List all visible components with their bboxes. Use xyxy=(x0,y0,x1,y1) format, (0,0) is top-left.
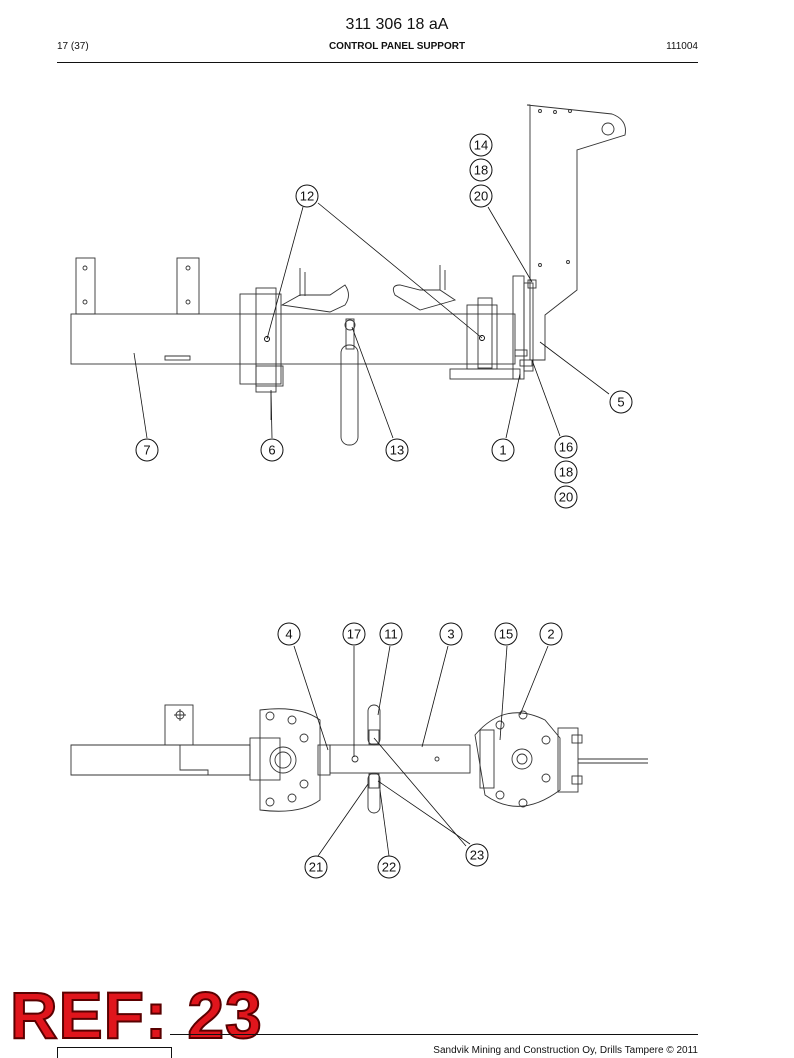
callout-20-a: 20 xyxy=(469,184,493,208)
svg-text:4: 4 xyxy=(285,627,292,642)
svg-text:18: 18 xyxy=(474,163,488,178)
leader-lines xyxy=(133,202,610,857)
header-rule xyxy=(57,62,698,63)
callout-22: 22 xyxy=(377,855,401,879)
ref-stamp: REF: 23 xyxy=(9,978,263,1052)
callout-17: 17 xyxy=(342,622,366,646)
svg-text:2: 2 xyxy=(547,627,554,642)
callout-4: 4 xyxy=(277,622,301,646)
svg-text:5: 5 xyxy=(617,395,624,410)
page-title: CONTROL PANEL SUPPORT xyxy=(328,41,466,52)
callout-20-b: 20 xyxy=(554,485,578,509)
svg-text:22: 22 xyxy=(382,860,396,875)
svg-text:16: 16 xyxy=(559,440,573,455)
callout-5: 5 xyxy=(609,390,633,414)
callout-15: 15 xyxy=(494,622,518,646)
footer-rule xyxy=(170,1034,698,1035)
svg-text:18: 18 xyxy=(559,465,573,480)
svg-text:15: 15 xyxy=(499,627,513,642)
svg-text:13: 13 xyxy=(390,443,404,458)
document-number: 311 306 18 aA xyxy=(345,16,449,33)
callout-23: 23 xyxy=(465,843,489,867)
svg-text:1: 1 xyxy=(499,443,506,458)
callout-3: 3 xyxy=(439,622,463,646)
main-beam xyxy=(70,313,516,365)
date-code: 111004 xyxy=(666,41,698,52)
svg-text:12: 12 xyxy=(300,189,314,204)
svg-text:21: 21 xyxy=(309,860,323,875)
callout-12: 12 xyxy=(295,184,319,208)
callout-18-a: 18 xyxy=(469,158,493,182)
callout-14: 14 xyxy=(469,133,493,157)
svg-text:23: 23 xyxy=(470,848,484,863)
svg-text:7: 7 xyxy=(143,443,150,458)
callout-13: 13 xyxy=(385,438,409,462)
callout-21: 21 xyxy=(304,855,328,879)
callout-6: 6 xyxy=(260,438,284,462)
callout-7: 7 xyxy=(135,438,159,462)
bracket-plate xyxy=(526,104,626,361)
svg-text:11: 11 xyxy=(384,627,398,642)
callout-18-b: 18 xyxy=(554,460,578,484)
callout-16: 16 xyxy=(554,435,578,459)
svg-text:6: 6 xyxy=(268,443,275,458)
svg-text:17: 17 xyxy=(347,627,361,642)
svg-text:3: 3 xyxy=(447,627,454,642)
callout-1: 1 xyxy=(491,438,515,462)
callouts-bottom: 4 17 11 3 15 2 23 21 22 xyxy=(277,622,563,879)
footer-copyright: Sandvik Mining and Construction Oy, Dril… xyxy=(433,1045,698,1056)
svg-text:20: 20 xyxy=(559,490,573,505)
callout-2: 2 xyxy=(539,622,563,646)
svg-text:20: 20 xyxy=(474,189,488,204)
callout-11: 11 xyxy=(379,622,403,646)
svg-text:14: 14 xyxy=(474,138,488,153)
page-number: 17 (37) xyxy=(57,41,89,52)
callouts-top: 14 18 20 12 5 7 6 13 1 16 18 20 xyxy=(135,133,633,509)
